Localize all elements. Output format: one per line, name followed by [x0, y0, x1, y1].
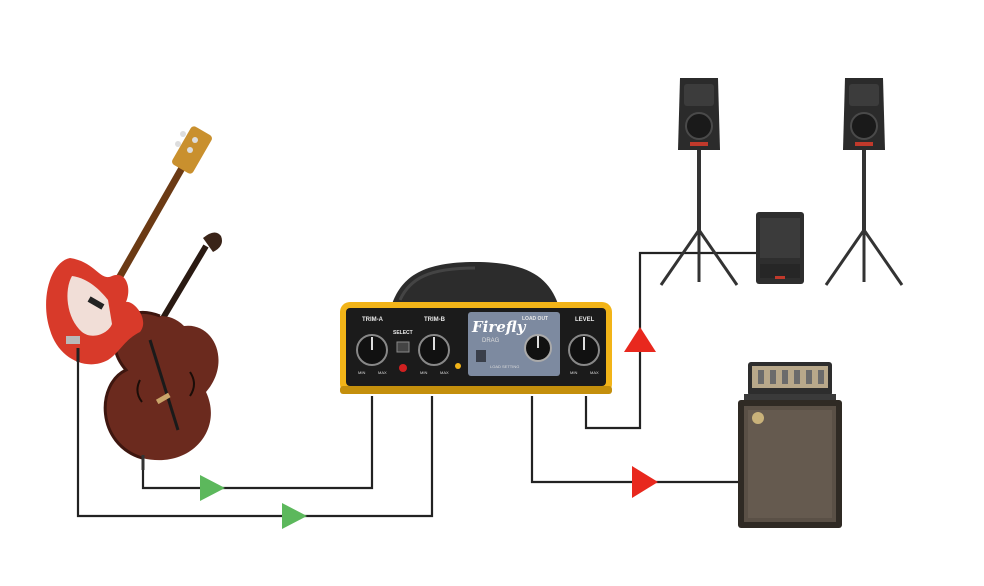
red-arrow-amp [632, 466, 658, 498]
pa-speaker-right-icon [824, 78, 904, 286]
trim-b-min: MIN [420, 370, 427, 375]
status-led [455, 363, 461, 369]
green-arrow-bass [282, 503, 307, 529]
load-out-label: LOAD OUT [522, 316, 548, 322]
electric-bass-guitar-icon [46, 126, 212, 365]
cable-upright-to-input-a [141, 396, 374, 490]
select-led [399, 364, 407, 372]
cable-output-to-amp [530, 396, 738, 484]
select-switch[interactable] [396, 341, 410, 353]
brand-logo: Firefly [471, 318, 527, 336]
level-min: MIN [570, 370, 577, 375]
select-label: SELECT [393, 330, 413, 336]
cable-bass-guitar-to-input-b [76, 362, 434, 518]
trim-a-label: TRIM-A [362, 317, 384, 323]
subwoofer-icon [756, 212, 804, 284]
upright-bass-icon [103, 232, 222, 470]
bass-amplifier-rig-icon [738, 362, 842, 528]
level-label: LEVEL [575, 317, 595, 323]
red-arrow-pa [624, 327, 656, 352]
trim-b-max: MAX [440, 370, 449, 375]
load-switch[interactable] [476, 350, 486, 362]
cable-output-to-pa [584, 251, 756, 430]
level-max: MAX [590, 370, 599, 375]
cables [76, 251, 756, 518]
trim-a-max: MAX [378, 370, 387, 375]
pa-speaker-left-icon [659, 78, 739, 286]
firefly-preamp-unit: Firefly DRAG TRIM-A SELECT TRIM-B LOAD O… [340, 262, 612, 394]
model-label: DRAG [482, 338, 500, 344]
trim-a-min: MIN [358, 370, 365, 375]
trim-b-label: TRIM-B [424, 317, 446, 323]
load-setting-label: LOAD SETTING [490, 364, 519, 369]
green-arrow-upright [200, 475, 225, 501]
